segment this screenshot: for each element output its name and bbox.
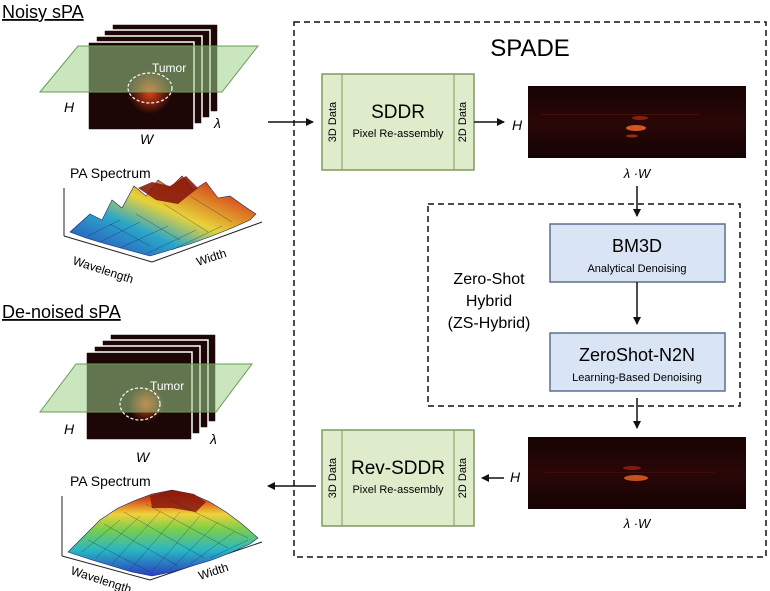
hybrid-line2: Hybrid (466, 293, 512, 310)
denoised-tumor-outline (119, 387, 161, 421)
sddr-left-label: 3D Data (327, 101, 339, 142)
denoised-2d-image (528, 437, 746, 509)
rev-sddr-left-label: 3D Data (327, 457, 339, 498)
noisy-h-label: H (64, 99, 75, 115)
n2n-title: ZeroShot-N2N (579, 345, 695, 365)
noisy-tumor-outline (127, 72, 173, 104)
hybrid-line1: Zero-Shot (453, 271, 525, 288)
denoised-cube-stack (39, 333, 253, 441)
noisy-cube-stack (38, 23, 260, 131)
noisy-wavelength-label: Wavelength (71, 254, 135, 287)
noisy-lambda-label: λ (213, 115, 221, 131)
denoised-spectrum-surface (67, 489, 259, 577)
sddr-block (321, 73, 475, 171)
bm3d-title: BM3D (612, 236, 662, 256)
img-top-axis-label: λ ·W (623, 166, 652, 181)
bm3d-subtitle: Analytical Denoising (587, 263, 686, 275)
n2n-block (549, 332, 726, 392)
img-bottom-axis-label: λ ·W (623, 516, 652, 531)
rev-sddr-title: Rev-SDDR (351, 458, 445, 479)
hybrid-frame (427, 203, 741, 407)
noisy-slice-plane (38, 45, 260, 93)
hybrid-line3: (ZS-Hybrid) (448, 315, 531, 332)
denoised-spectrum-title: PA Spectrum (70, 473, 151, 489)
noisy-spectrum-surface (69, 175, 257, 257)
sddr-subtitle: Pixel Re-assembly (352, 128, 444, 140)
sddr-title: SDDR (371, 102, 425, 123)
denoised-width-label: Width (197, 560, 231, 583)
img-top-h-label: H (512, 117, 523, 133)
noisy-width-label: Width (195, 246, 229, 269)
denoised-title: De-noised sPA (2, 302, 121, 322)
bm3d-block (549, 223, 726, 283)
noisy-tumor-label: Tumor (152, 61, 186, 75)
denoised-h-label: H (64, 421, 75, 437)
sddr-right-label: 2D Data (457, 101, 469, 142)
denoised-w-label: W (136, 449, 151, 465)
denoised-spectrum-plot (61, 489, 263, 581)
rev-sddr-right-label: 2D Data (457, 457, 469, 498)
spade-frame (293, 21, 767, 558)
noisy-title: Noisy sPA (2, 2, 84, 22)
noisy-w-label: W (140, 131, 155, 147)
noisy-2d-image (528, 86, 746, 158)
denoised-slice-plane (39, 363, 253, 413)
spade-title: SPADE (490, 35, 570, 62)
img-bottom-h-label: H (510, 469, 521, 485)
denoised-lambda-label: λ (209, 431, 217, 447)
rev-sddr-block (321, 429, 475, 527)
n2n-subtitle: Learning-Based Denoising (572, 372, 702, 384)
denoised-tumor-label: Tumor (150, 379, 184, 393)
noisy-spectrum-title: PA Spectrum (70, 165, 151, 181)
noisy-spectrum-plot (63, 175, 263, 263)
rev-sddr-subtitle: Pixel Re-assembly (352, 484, 444, 496)
